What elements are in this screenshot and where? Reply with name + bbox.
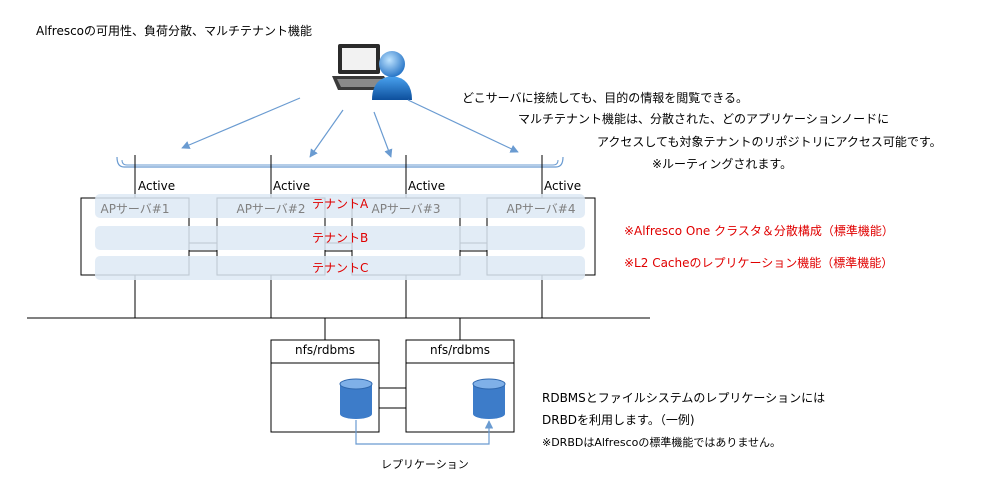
diagram-title: Alfrescoの可用性、負荷分散、マルチテナント機能 <box>36 24 313 38</box>
tenant-label-b: テナントB <box>312 231 369 245</box>
replication-arrow <box>355 420 494 445</box>
tenant-band-b <box>95 226 585 250</box>
feature-l2cache-note: ※L2 Cacheのレプリケーション機能（標準機能） <box>624 256 894 270</box>
feature-cluster-note: ※Alfresco One クラスタ＆分散構成（標準機能） <box>624 224 894 238</box>
note-line-4: ※ルーティングされます。 <box>652 157 793 171</box>
database-cylinder-icon <box>472 378 506 419</box>
active-label-3: Active <box>408 179 446 193</box>
active-label-2: Active <box>273 179 311 193</box>
server-label-2: APサーバ#2 <box>236 202 306 216</box>
storage-label-2: nfs/rdbms <box>429 343 491 357</box>
server-label-4: APサーバ#4 <box>506 202 576 216</box>
note-line-2: マルチテナント機能は、分散された、どのアプリケーションノードに <box>518 112 890 126</box>
database-cylinder-icon <box>339 378 373 419</box>
tenant-band-c <box>95 256 585 280</box>
db-note-line-2: DRBDを利用します。（一例) <box>542 413 695 427</box>
network-lines <box>27 155 650 340</box>
db-note-line-3: ※DRBDはAlfrescoの標準機能ではありません。 <box>542 436 782 449</box>
load-balancer-bracket <box>116 156 564 168</box>
server-label-1: APサーバ#1 <box>100 202 170 216</box>
user-with-laptop-icon <box>332 44 412 100</box>
db-note-line-1: RDBMSとファイルシステムのレプリケーションには <box>542 391 826 405</box>
active-label-4: Active <box>544 179 582 193</box>
request-arrows <box>181 97 519 158</box>
note-line-3: アクセスしても対象テナントのリポジトリにアクセス可能です。 <box>597 135 942 149</box>
active-label-1: Active <box>138 179 176 193</box>
tenant-band-a <box>95 194 585 218</box>
note-line-1: どこサーバに接続しても、目的の情報を閲覧できる。 <box>462 91 748 105</box>
tenant-label-c: テナントC <box>312 261 369 275</box>
storage-label-1: nfs/rdbms <box>294 343 356 357</box>
replication-label: レプリケーション <box>381 458 469 471</box>
server-label-3: APサーバ#3 <box>371 202 441 216</box>
tenant-label-a: テナントA <box>312 197 369 211</box>
